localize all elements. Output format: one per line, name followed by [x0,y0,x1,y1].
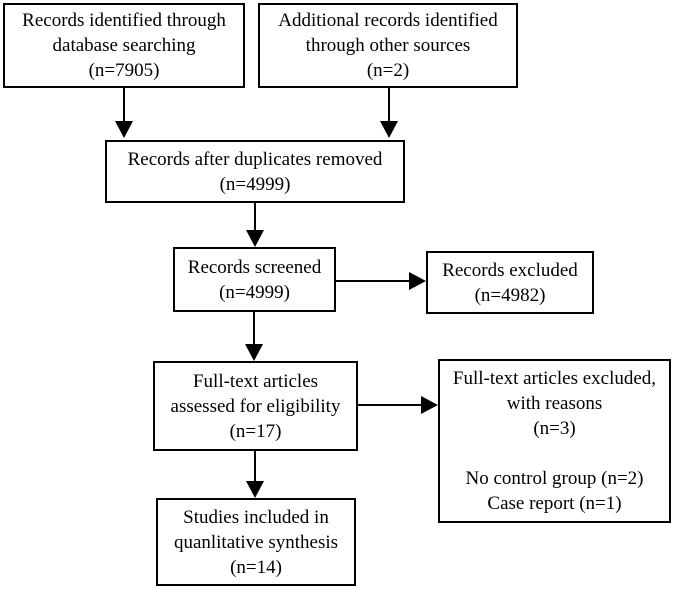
node-text-line: Records identified through [22,10,226,31]
arrow-fulltext-to-excluded-line [358,404,423,406]
node-text-line: assessed for eligibility [170,395,341,417]
node-count: (n=17) [229,420,282,442]
node-studies-included: Studies included in quanlitative synthes… [156,498,356,586]
node-reason-line: Case report (n=1) [487,493,622,514]
arrow-down-icon [246,230,264,247]
node-count: (n=4999) [219,173,291,195]
node-text-line: database searching [52,35,196,56]
arrow-additional-to-dedup-line [388,88,390,123]
node-count: (n=3) [533,418,576,439]
arrow-dedup-to-screened-line [254,203,256,232]
node-text-line: Records screened [187,256,322,278]
arrow-right-icon [421,396,438,414]
node-records-identified: Records identified through database sear… [3,3,245,88]
node-text-line: Records after duplicates removed [127,148,383,170]
node-count: (n=14) [230,556,282,578]
arrow-identified-to-dedup-line [123,88,125,123]
arrow-right-icon [409,272,426,290]
node-text-line: through other sources [305,35,471,56]
node-fulltext-assessed: Full-text articles assessed for eligibil… [153,361,358,451]
node-count: (n=4999) [219,281,290,303]
arrow-screened-to-fulltext-line [253,312,255,346]
node-text-line: Full-text articles excluded, [452,368,657,389]
node-text-line: quanlitative synthesis [173,531,339,553]
node-text-line: Full-text articles [192,370,319,392]
node-fulltext-excluded: Full-text articles excluded, with reason… [438,359,671,523]
arrow-screened-to-excluded-line [336,280,411,282]
arrow-down-icon [380,121,398,138]
arrow-fulltext-to-included-line [254,451,256,483]
node-text-line: Studies included in [183,506,329,528]
node-records-excluded: Records excluded (n=4982) [426,251,594,314]
node-count: (n=4982) [474,284,546,306]
arrow-down-icon [115,121,133,138]
node-records-screened: Records screened (n=4999) [173,247,336,312]
node-count: (n=2) [366,60,410,81]
arrow-down-icon [246,481,264,498]
node-text-line: with reasons [506,393,603,414]
node-additional-records: Additional records identified through ot… [258,3,518,88]
node-records-after-duplicates-removed: Records after duplicates removed (n=4999… [105,140,405,203]
node-reason-line: No control group (n=2) [465,468,644,489]
arrow-down-icon [245,344,263,361]
node-text-line: Records excluded [442,259,578,281]
node-text-line: Additional records identified [278,10,498,31]
node-count: (n=7905) [88,60,160,81]
